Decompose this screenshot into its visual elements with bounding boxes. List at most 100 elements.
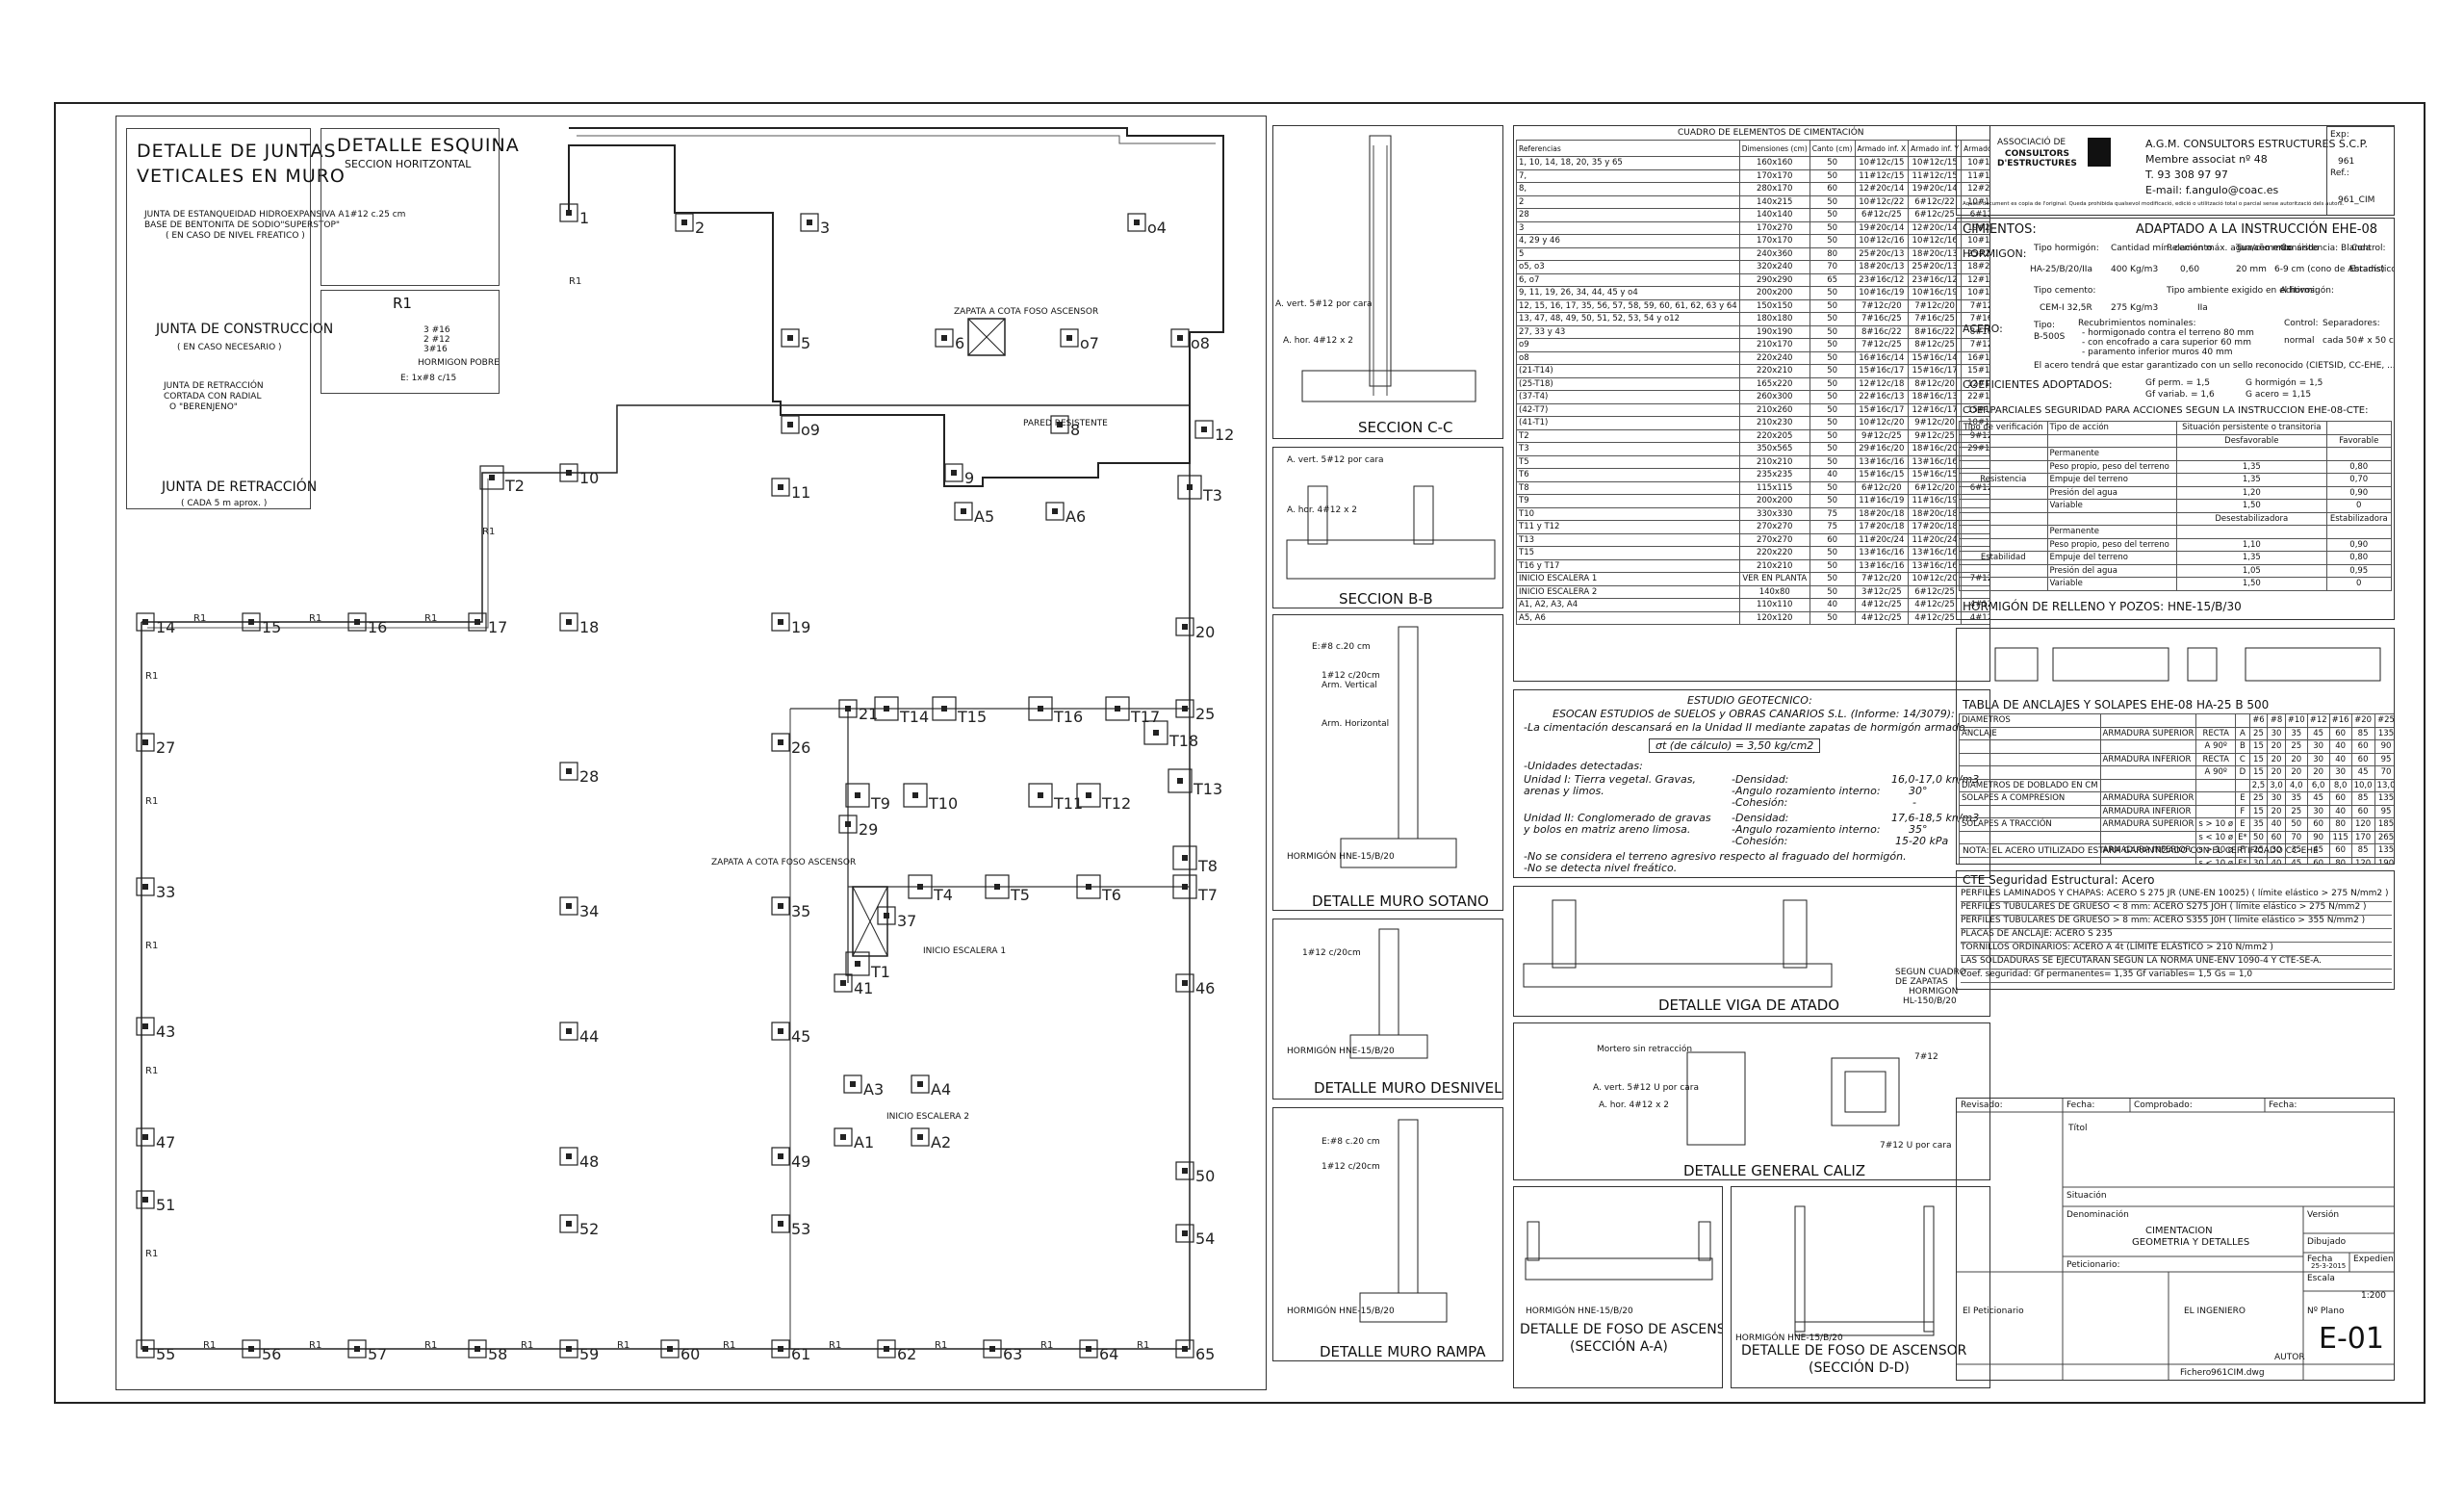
footing xyxy=(1105,696,1130,721)
footing xyxy=(1076,783,1101,808)
table-cell: 210x210 xyxy=(1738,454,1810,469)
footing-label: 62 xyxy=(897,1345,916,1363)
table-cell: A 90º xyxy=(2195,739,2237,754)
column xyxy=(566,768,572,774)
beam-label: R1 xyxy=(309,1340,321,1351)
footing-label: o9 xyxy=(801,421,820,439)
footing-label: 35 xyxy=(791,902,810,920)
table-cell: Permanente xyxy=(2046,447,2178,461)
column xyxy=(912,792,918,798)
escala-label: Escala xyxy=(2307,1274,2335,1283)
table-row: o8220x2405016#16c/1415#16c/1416#16c/1415… xyxy=(1516,350,1989,365)
company-header: ASSOCIACIÓ DE CONSULTORS D'ESTRUCTURES A… xyxy=(1956,125,2395,216)
column xyxy=(1182,706,1188,712)
footing xyxy=(845,783,870,808)
footing-label: 37 xyxy=(897,912,916,930)
geo-title: ESTUDIO GEOTECNICO: xyxy=(1687,694,1812,707)
aditivos-label: Aditivos: xyxy=(2280,286,2318,296)
ambiente-label: Tipo ambiente exigido en el hormigón: xyxy=(2167,286,2334,296)
junta-estanq-note-2: BASE DE BENTONITA DE SODIO"SUPERSTOP" xyxy=(144,220,341,230)
table-cell xyxy=(1959,511,2048,526)
ref-value: 961_CIM xyxy=(2338,195,2375,205)
table-cell: 60 xyxy=(1809,182,1856,196)
footing-label: 17 xyxy=(488,618,507,636)
table-cell: 190x190 xyxy=(1738,324,1810,339)
table-cell: 9#12c/25 xyxy=(1854,428,1910,443)
table-cell: 210x230 xyxy=(1738,416,1810,430)
footing-label: 33 xyxy=(156,883,175,901)
column xyxy=(1182,980,1188,986)
footing xyxy=(1127,213,1146,232)
table-cell: Estabilizadora xyxy=(2325,511,2393,526)
table-cell: 10#12c/22 xyxy=(1854,194,1910,209)
table-cell: 12#16c/25 xyxy=(1961,272,1989,287)
column xyxy=(1134,220,1140,225)
sotano-note-5: HORMIGÓN HNE-15/B/20 xyxy=(1287,852,1395,862)
table-cell: s < 10 ø xyxy=(2195,830,2237,844)
column xyxy=(681,220,687,225)
table-cell: 40 xyxy=(1809,468,1856,482)
company-tel: T. 93 308 97 97 xyxy=(2145,168,2228,181)
beam-label: R1 xyxy=(193,613,206,624)
column xyxy=(142,884,148,890)
column xyxy=(1187,484,1193,490)
column xyxy=(1057,422,1063,427)
footing xyxy=(468,612,487,632)
beam-label: R1 xyxy=(424,1340,437,1351)
table-cell: E xyxy=(2235,791,2250,806)
table-cell: 50 xyxy=(1809,442,1856,456)
table-row: (25-T18)165x2205012#12c/188#12c/2012#12c… xyxy=(1516,376,1989,391)
table-cell: D xyxy=(2235,765,2250,780)
footing-label: 6 xyxy=(955,334,964,352)
table-cell: 290x290 xyxy=(1738,272,1810,287)
seccion-bb-panel: A. vert. 5#12 por cara A. hor. 4#12 x 2 … xyxy=(1272,447,1503,608)
column xyxy=(787,422,793,427)
table-cell: 70 xyxy=(2374,765,2394,780)
caliz-note-5: 7#12 U por cara xyxy=(1880,1141,1952,1151)
table-cell xyxy=(1959,804,2101,818)
footing-label: 25 xyxy=(1195,705,1215,723)
table-cell: ARMADURA SUPERIOR xyxy=(2099,726,2197,740)
table-row: 7,170x1705011#12c/1511#12c/1511#12c/1511… xyxy=(1516,168,1989,183)
footing-label: T14 xyxy=(899,708,929,726)
column xyxy=(1177,778,1183,784)
column xyxy=(778,1346,783,1352)
column xyxy=(855,792,860,798)
column xyxy=(248,1346,254,1352)
column xyxy=(917,1134,923,1140)
table-cell: 50 xyxy=(1809,558,1856,573)
sotano-note-3: Arm. Vertical xyxy=(1322,681,1377,690)
table-cell: 1,35 xyxy=(2176,473,2327,487)
table-cell: 29#16c/20 xyxy=(1854,442,1910,456)
table-cell: 60 xyxy=(2328,791,2352,806)
table-cell: 15#16c/17 xyxy=(1908,364,1963,378)
table-cell: T11 y T12 xyxy=(1516,520,1740,534)
rampa-note-1: E:#8 c.20 cm xyxy=(1322,1137,1380,1147)
table-cell: 35 xyxy=(2284,791,2308,806)
table-cell xyxy=(1959,499,2048,513)
anclajes-title: TABLA DE ANCLAJES Y SOLAPES EHE-08 HA-25… xyxy=(1963,698,2270,712)
table-cell: 8#16c/22 xyxy=(1961,324,1989,339)
table-row: (37-T4)260x3005022#16c/1318#16c/1322#16c… xyxy=(1516,390,1989,404)
table-cell: E xyxy=(2235,817,2250,832)
column xyxy=(845,706,851,712)
caliz-note-4: 7#12 xyxy=(1914,1052,1938,1062)
table-cell: 140x215 xyxy=(1738,194,1810,209)
exp-value: 961 xyxy=(2338,157,2355,167)
table-row: o5, o3320x2407018#20c/1325#20c/1318#20c/… xyxy=(1516,260,1989,274)
footing-label: 63 xyxy=(1003,1345,1022,1363)
table-cell: 350x565 xyxy=(1738,442,1810,456)
elevator-footing xyxy=(967,318,1006,356)
company-email: E-mail: f.angulo@coac.es xyxy=(2145,184,2279,196)
table-cell: 1,50 xyxy=(2176,499,2327,513)
table-cell: 10#12c/15 xyxy=(1908,156,1963,170)
table-cell: 185 xyxy=(2374,817,2394,832)
table-cell: (41-T1) xyxy=(1516,416,1740,430)
table-cell: 220x220 xyxy=(1738,546,1810,560)
